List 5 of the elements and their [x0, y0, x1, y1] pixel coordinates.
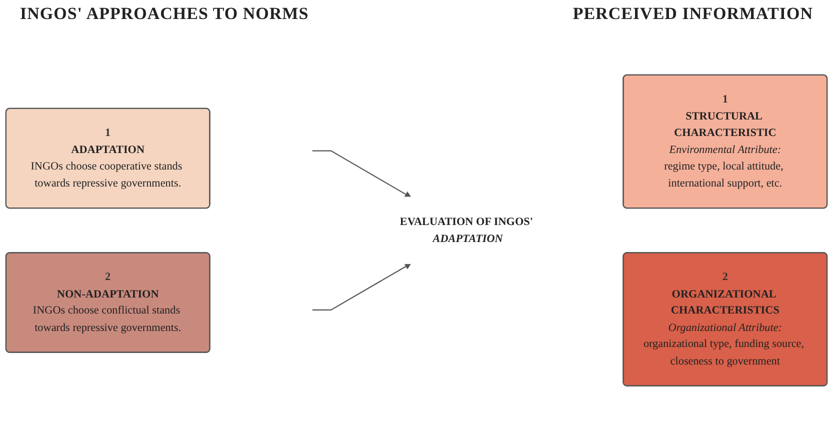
node-text: EVALUATION OF INGOS' ADAPTATION: [400, 216, 533, 245]
column-heading: PERCEIVED INFORMATION: [572, 4, 813, 25]
column-heading: INGOS' APPROACHES TO NORMS: [20, 4, 309, 25]
arrow: [312, 150, 412, 198]
arrow: [312, 263, 412, 311]
